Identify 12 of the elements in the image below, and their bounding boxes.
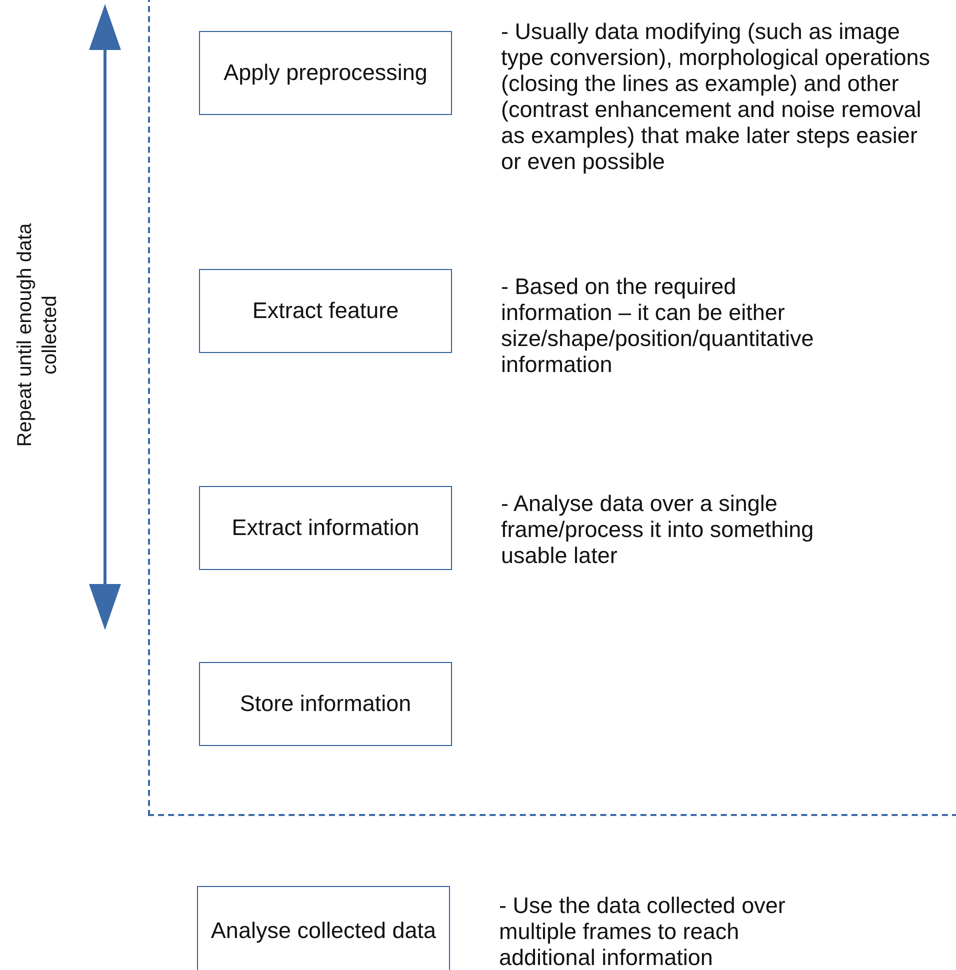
repeat-note: Repeat until enough data collected xyxy=(13,222,62,449)
step-label: Extract feature xyxy=(252,298,399,324)
step-description: - Usually data modifying (such as image type conversion), morphological operations (closing the lines as example) and other (contrast enhancement and noise removal as examples) that make later steps easier or even possible xyxy=(501,19,931,175)
step-description: - Use the data collected over multiple frames to reach additional information xyxy=(499,893,786,970)
step-label: Analyse collected data xyxy=(210,918,436,944)
step-description: - Analyse data over a single frame/process it into something usable later xyxy=(501,491,815,569)
step-description: - Based on the required information – it can be either size/shape/position/quantitative information xyxy=(501,274,815,378)
step-label: Apply preprocessing xyxy=(224,60,428,86)
process-box xyxy=(199,662,452,746)
step-label: Extract information xyxy=(232,515,420,541)
step-label: Store information xyxy=(240,691,412,717)
dashed-boundary xyxy=(148,0,956,816)
